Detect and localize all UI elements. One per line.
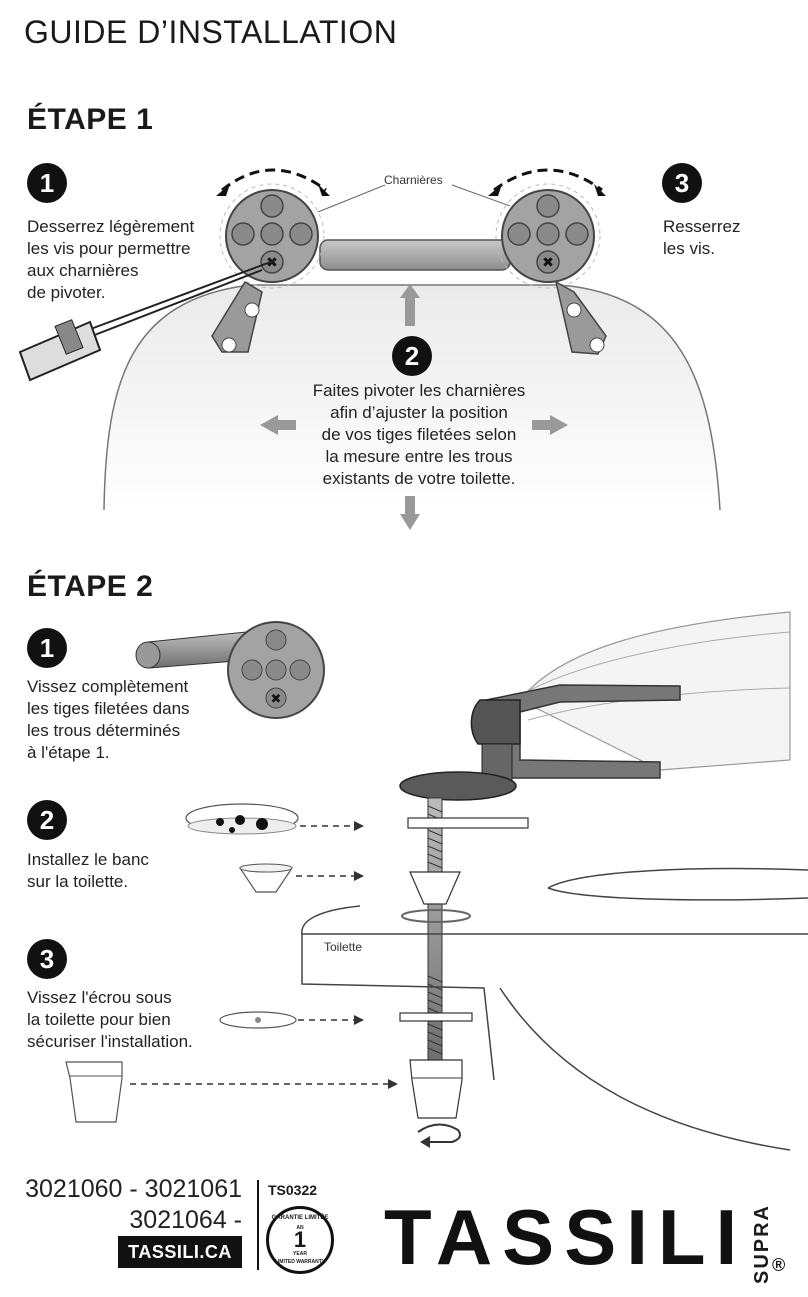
left-hinge-leg	[211, 280, 263, 353]
step2-badge-1: 1	[27, 628, 67, 668]
seat-lid-shape	[103, 284, 721, 511]
step2-heading: ÉTAPE 2	[27, 570, 154, 603]
svg-text:✖: ✖	[266, 255, 278, 271]
right-hinge-disc: ✖	[495, 183, 601, 289]
toilet-label: Toilette	[324, 940, 363, 954]
arrow-left-icon	[260, 415, 296, 435]
warranty-an-text: AN	[296, 1225, 304, 1231]
step2-illustration: ✖	[65, 611, 808, 1151]
warranty-top-text: GARANTIE LIMITÉE	[271, 1215, 329, 1221]
arrow-down-icon	[400, 496, 420, 530]
step2-instruction-3: Vissez l'écrou sous la toilette pour bie…	[27, 988, 193, 1051]
bolt-into-hinge-illustration: ✖	[135, 621, 325, 719]
step1-instruction-3: Resserrez les vis.	[663, 217, 741, 258]
step1-illustration: ✖ ✖	[18, 168, 721, 530]
svg-text:✖: ✖	[542, 255, 554, 271]
arrow-up-icon	[400, 284, 420, 326]
step2-instruction-1: Vissez complètement les tiges filetées d…	[27, 677, 190, 762]
document-title: GUIDE D’INSTALLATION	[24, 14, 398, 50]
registered-mark: ®	[772, 1255, 786, 1275]
step1-badge-1: 1	[27, 163, 67, 203]
step2-badge-2: 2	[27, 800, 67, 840]
step1-instruction-2: Faites pivoter les charnières afin d’aju…	[312, 381, 526, 488]
left-hinge-disc: ✖	[219, 183, 325, 289]
warranty-number: 1	[293, 1227, 307, 1252]
warranty-bottom-text: LIMITED WARRANTY	[274, 1259, 326, 1265]
left-rotation-arrow	[221, 168, 327, 192]
product-code: TS0322	[268, 1182, 318, 1198]
right-rotation-arrow	[493, 168, 603, 192]
hinges-label: Charnières	[384, 173, 443, 187]
footer-divider	[257, 1180, 259, 1270]
hinge-base-disc	[399, 771, 517, 801]
screwdriver-shape	[18, 259, 277, 382]
step2-badge-3: 3	[27, 939, 67, 979]
step1-badge-2: 2	[392, 336, 432, 376]
step2-instruction-2: Installez le banc sur la toilette.	[27, 850, 149, 891]
toilet-outline	[301, 933, 808, 1081]
nut-part-shape	[65, 1061, 123, 1123]
arrow-right-icon	[532, 415, 568, 435]
brand-logo: TASSILI	[384, 1193, 748, 1281]
svg-text:✖: ✖	[271, 692, 282, 707]
website-label: TASSILI.CA	[118, 1236, 242, 1268]
nut-shape	[409, 1059, 463, 1119]
turn-arrow-icon	[417, 1123, 461, 1143]
step1-instruction-1: Desserrez légèrement les vis pour permet…	[27, 217, 195, 302]
warranty-seal: GARANTIE LIMITÉE AN 1 YEAR LIMITED WARRA…	[266, 1206, 334, 1274]
brand-sub-label: SUPRA	[751, 1204, 773, 1285]
step1-badge-3: 3	[662, 163, 702, 203]
warranty-year-text: YEAR	[293, 1251, 307, 1257]
step1-heading: ÉTAPE 1	[27, 103, 154, 136]
